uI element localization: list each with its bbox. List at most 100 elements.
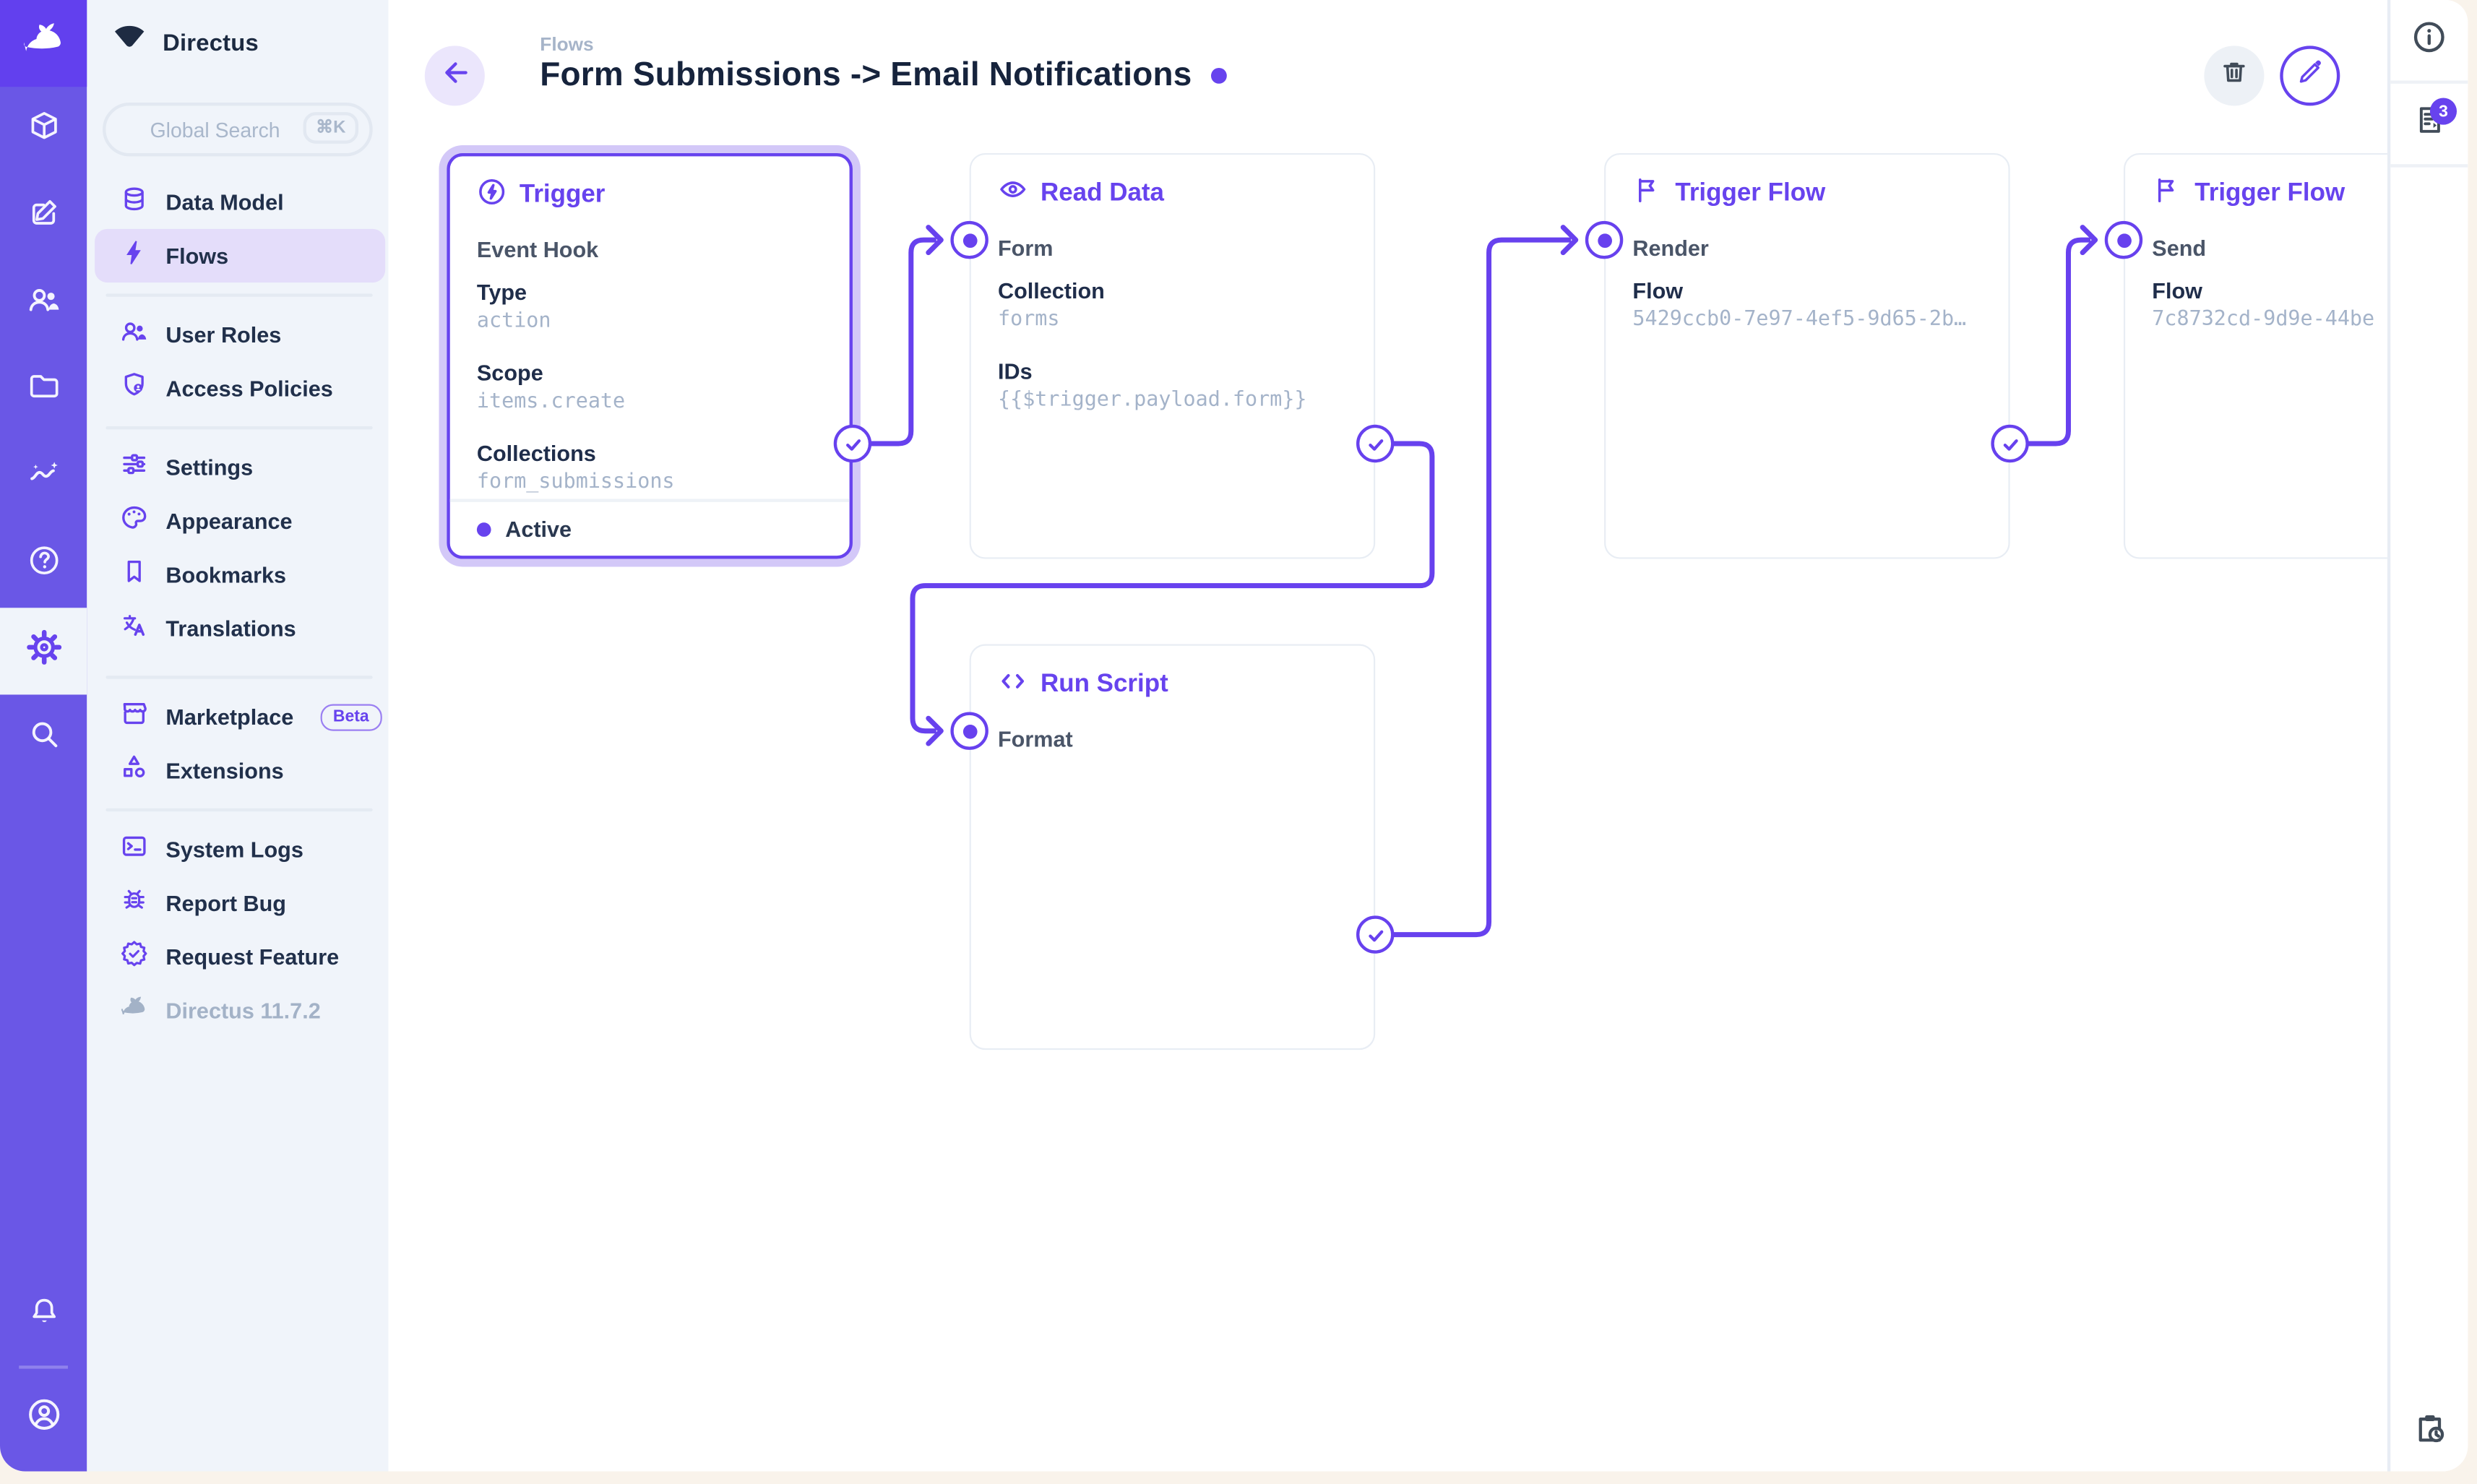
port-input-trigger-flow-render[interactable] bbox=[1585, 220, 1624, 259]
operation-name: Send bbox=[2152, 235, 2207, 261]
sidebar-item-system-logs[interactable]: System Logs bbox=[95, 822, 385, 876]
search-shortcut-badge: ⌘K bbox=[303, 112, 359, 144]
sidebar-item-label: Report Bug bbox=[165, 890, 286, 916]
sidebar-divider bbox=[105, 426, 373, 430]
field-gap bbox=[477, 413, 827, 426]
sidebar-item-user-roles[interactable]: User Roles bbox=[95, 308, 385, 361]
port-output-run-script[interactable] bbox=[1356, 915, 1395, 954]
operation-name: Form bbox=[997, 235, 1054, 261]
sidebar-item-extensions[interactable]: Extensions bbox=[95, 743, 385, 797]
sidebar-gap bbox=[87, 655, 388, 665]
directus-rabbit-icon bbox=[20, 16, 67, 71]
sidebar-item-marketplace[interactable]: Marketplace Beta bbox=[95, 690, 385, 743]
port-input-trigger-flow-send[interactable] bbox=[2104, 220, 2143, 259]
bolt-circle-icon bbox=[477, 177, 507, 215]
module-users[interactable] bbox=[0, 261, 87, 348]
edit-icon bbox=[26, 196, 61, 238]
module-content[interactable] bbox=[0, 87, 87, 173]
port-output-trigger-flow-render[interactable] bbox=[1991, 424, 2029, 463]
module-settings[interactable] bbox=[0, 608, 87, 695]
right-sidebar-rail: 3 bbox=[2387, 0, 2468, 1472]
sidebar-item-settings[interactable]: Settings bbox=[95, 441, 385, 494]
users-icon bbox=[120, 316, 148, 353]
page-header: Flows Form Submissions -> Email Notifica… bbox=[389, 0, 2387, 152]
flow-node-trigger[interactable]: Trigger Event Hook Type action Scope ite… bbox=[447, 152, 853, 559]
sidebar-item-label: Bookmarks bbox=[165, 561, 287, 587]
field-label: Type bbox=[476, 279, 527, 305]
flow-node-trigger-flow-send[interactable]: Trigger Flow Send Flow 7c8732cd-9d9e-44b… bbox=[2123, 152, 2387, 559]
port-output-read-data[interactable] bbox=[1356, 424, 1395, 463]
sidebar-item-label: User Roles bbox=[165, 322, 282, 348]
flow-editor: Trigger Event Hook Type action Scope ite… bbox=[388, 0, 2387, 1472]
module-editor[interactable] bbox=[0, 173, 87, 260]
sidebar-item-flows[interactable]: Flows bbox=[95, 228, 386, 283]
terminal-icon bbox=[120, 831, 148, 867]
trigger-status: Active bbox=[449, 499, 850, 556]
module-bar-divider bbox=[19, 1366, 68, 1369]
sidebar-item-label: Flows bbox=[165, 243, 229, 269]
directus-rabbit-icon bbox=[120, 992, 148, 1028]
port-input-run-script[interactable] bbox=[950, 712, 988, 750]
field-value: form_submissions bbox=[476, 470, 675, 494]
avatar-icon bbox=[25, 1396, 62, 1441]
sidebar-nav: Data Model Flows User Roles bbox=[87, 165, 388, 1037]
panel-title: Read Data bbox=[1040, 180, 1164, 207]
directus-logo[interactable] bbox=[0, 0, 87, 87]
field-label: Flow bbox=[2152, 277, 2202, 303]
sidebar-item-label: Marketplace bbox=[165, 704, 294, 730]
app-version: Directus 11.7.2 bbox=[165, 997, 321, 1023]
sidebar-item-bookmarks[interactable]: Bookmarks bbox=[95, 548, 385, 601]
field-label: Collections bbox=[476, 440, 596, 466]
delete-flow-button[interactable] bbox=[2204, 46, 2265, 106]
clipboard-clock-icon bbox=[2411, 1410, 2448, 1455]
port-output-trigger[interactable] bbox=[833, 424, 872, 463]
back-button[interactable] bbox=[424, 46, 485, 106]
search-input[interactable] bbox=[105, 117, 370, 142]
user-menu-button[interactable] bbox=[0, 1375, 87, 1462]
sidebar-item-data-model[interactable]: Data Model bbox=[95, 176, 385, 229]
module-files[interactable] bbox=[0, 348, 87, 434]
arrow-left-icon bbox=[439, 56, 470, 96]
sidebar-item-label: Request Feature bbox=[165, 944, 340, 970]
notifications-button[interactable] bbox=[0, 1272, 87, 1359]
module-bar-spacer bbox=[0, 782, 87, 1273]
edit-flow-button[interactable] bbox=[2280, 46, 2340, 106]
box-icon bbox=[26, 109, 61, 152]
trash-icon bbox=[2218, 56, 2250, 96]
sidebar-item-access-policies[interactable]: Access Policies bbox=[95, 361, 385, 415]
field-label: Scope bbox=[476, 360, 543, 386]
panel-title: Run Script bbox=[1040, 670, 1168, 698]
sidebar-item-translations[interactable]: Translations bbox=[95, 602, 385, 655]
flow-info-button[interactable] bbox=[2390, 0, 2468, 84]
sidebar-item-label: Settings bbox=[165, 454, 254, 480]
sidebar-item-appearance[interactable]: Appearance bbox=[95, 494, 385, 548]
help-icon bbox=[26, 543, 61, 586]
module-insights[interactable] bbox=[0, 434, 87, 521]
flow-node-trigger-flow-render[interactable]: Trigger Flow Render Flow 5429ccb0-7e97-4… bbox=[1604, 152, 2010, 559]
settings-gear-icon bbox=[26, 629, 61, 673]
sidebar-item-label: Translations bbox=[165, 616, 296, 642]
module-search[interactable] bbox=[0, 694, 87, 781]
shield-user-icon bbox=[120, 370, 148, 406]
sidebar-item-label: Data Model bbox=[165, 189, 284, 215]
flow-wires bbox=[869, 225, 2098, 938]
code-icon bbox=[998, 666, 1028, 704]
field-value: {{$trigger.payload.form}} bbox=[997, 388, 1307, 413]
scheduled-runs-button[interactable] bbox=[2390, 1410, 2468, 1455]
translate-icon bbox=[120, 611, 148, 647]
sidebar-divider bbox=[105, 808, 373, 812]
activity-logs-button[interactable]: 3 bbox=[2390, 84, 2468, 168]
global-search: ⌘K bbox=[103, 103, 373, 157]
project-header[interactable]: Directus bbox=[87, 0, 388, 87]
beta-badge: Beta bbox=[320, 703, 382, 730]
sidebar-item-label: System Logs bbox=[165, 837, 303, 863]
flow-node-read-data[interactable]: Read Data Form Collection forms IDs {{$t… bbox=[969, 152, 1376, 559]
flow-canvas[interactable]: Trigger Event Hook Type action Scope ite… bbox=[389, 0, 2387, 1472]
breadcrumb[interactable]: Flows bbox=[540, 33, 594, 56]
sidebar-item-request-feature[interactable]: Request Feature bbox=[95, 930, 385, 983]
flow-node-run-script[interactable]: Run Script Format bbox=[969, 644, 1376, 1051]
port-input-read-data[interactable] bbox=[950, 220, 988, 259]
sidebar-item-report-bug[interactable]: Report Bug bbox=[95, 876, 385, 930]
module-help[interactable] bbox=[0, 521, 87, 608]
